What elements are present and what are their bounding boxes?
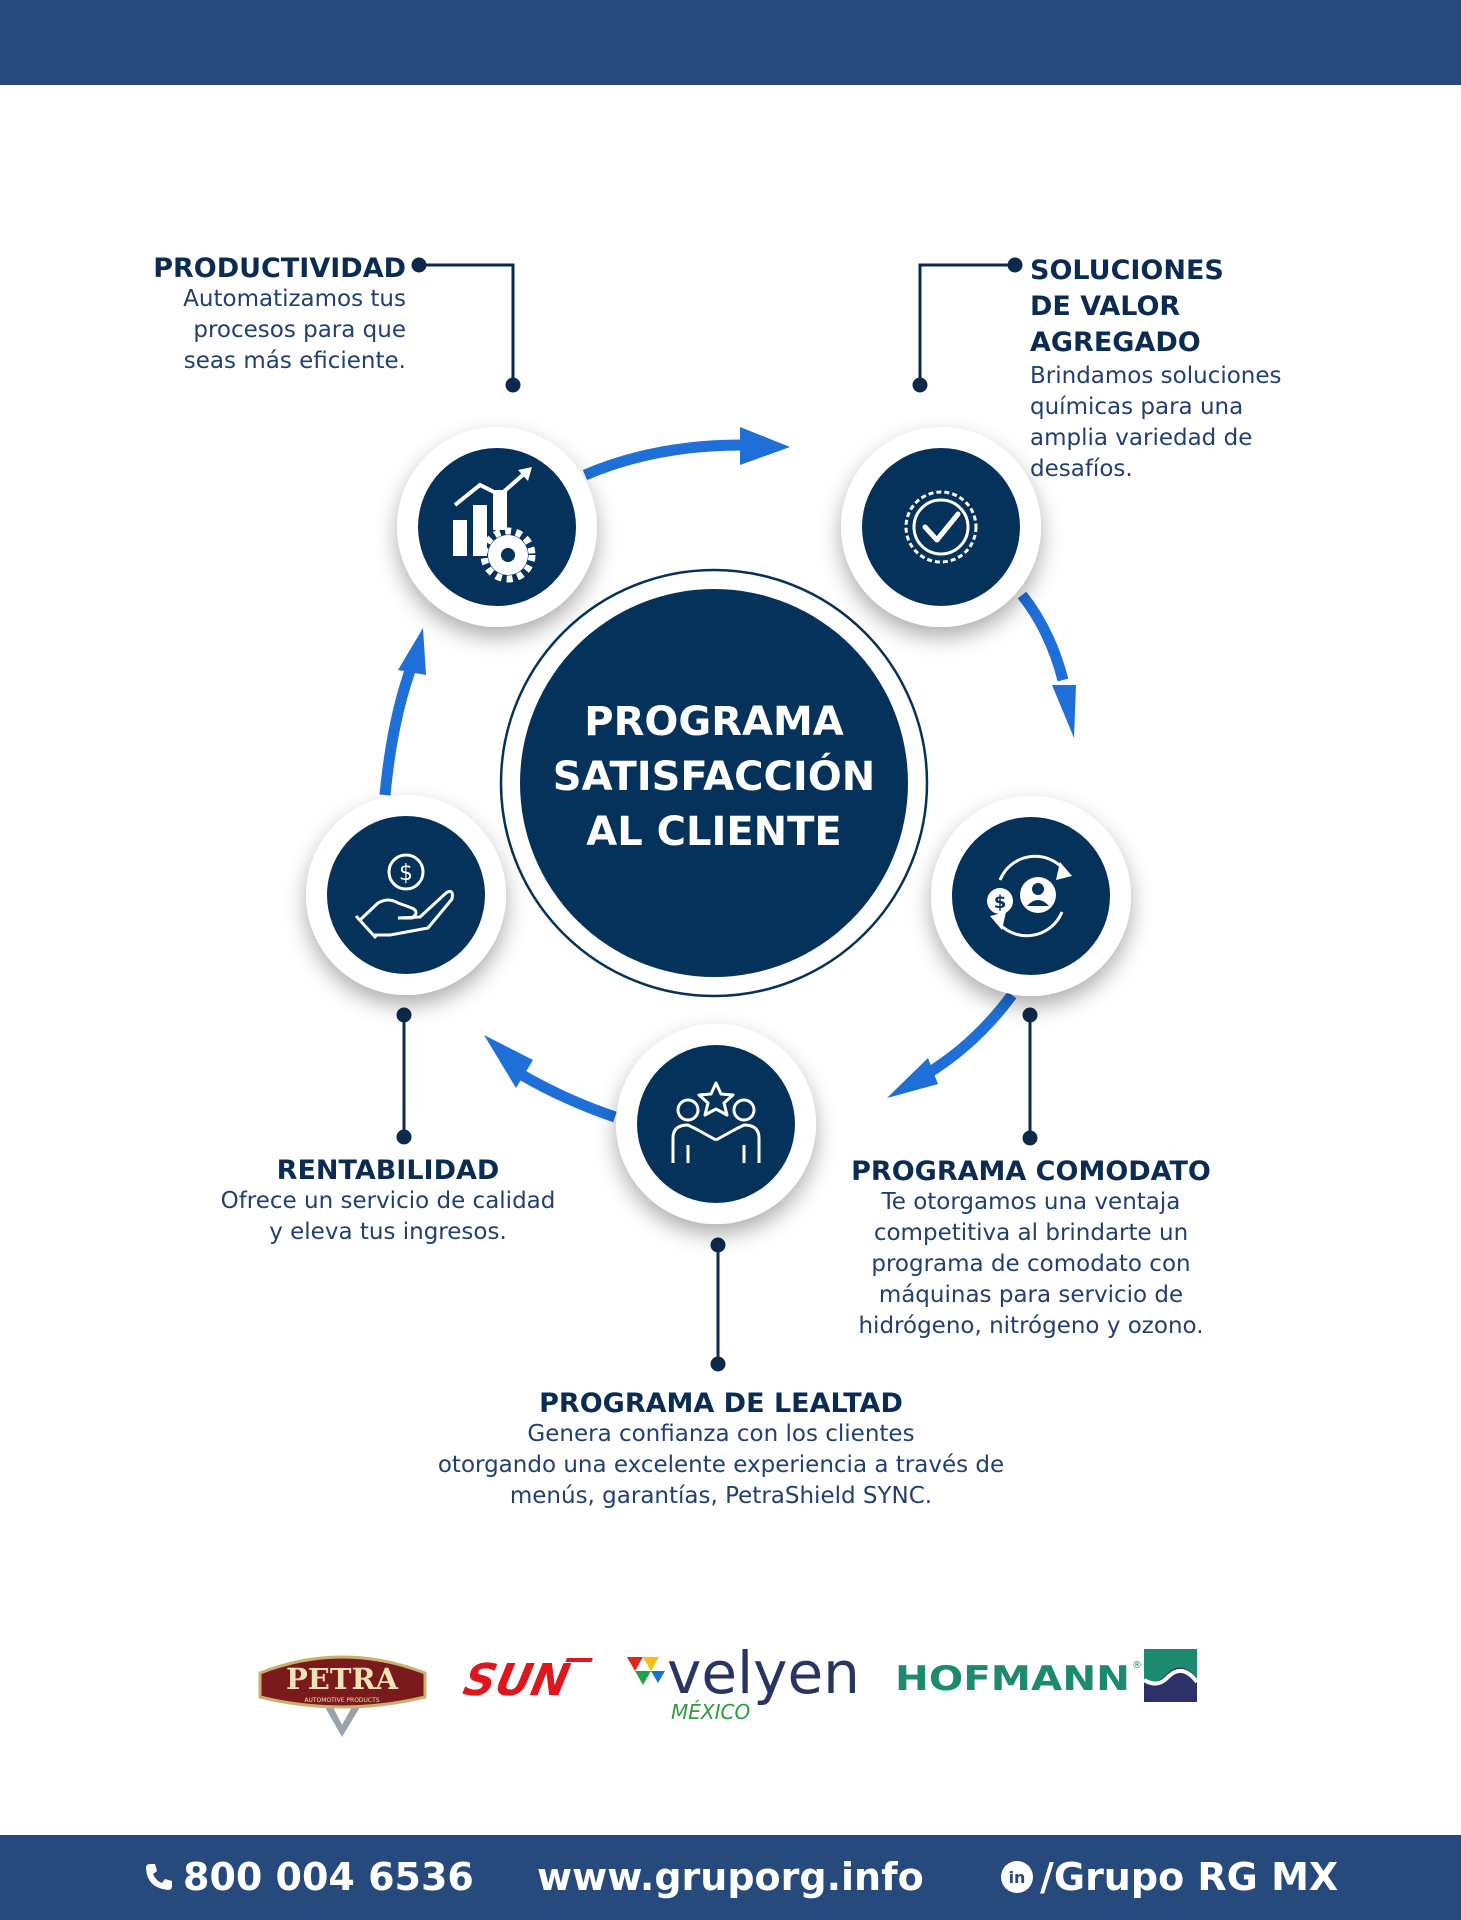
arrow-comodato-to-lealtad [922,991,1017,1080]
label-lealtad: PROGRAMA DE LEALTAD Genera confianza con… [371,1388,1071,1512]
center-title-line-3: AL CLIENTE [586,809,842,855]
connector-soluciones [918,263,1015,385]
rentabilidad-desc-1: Ofrece un servicio de calidad [220,1188,556,1214]
soluciones-title-1: SOLUCIONES [1030,255,1224,286]
lealtad-desc-2: otorgando una excelente experiencia a tr… [437,1452,1005,1478]
soluciones-desc-2: químicas para una [1030,394,1244,420]
lealtad-title: PROGRAMA DE LEALTAD [539,1388,903,1419]
growth-chart-gear-icon [453,467,536,583]
arrow-rentabilidad-to-productividad [379,663,418,796]
svg-text:velyen: velyen [667,1645,860,1707]
petra-logo: PETRA AUTOMOTIVE PRODUCTS [258,1655,427,1737]
svg-text:SUN: SUN [459,1655,574,1705]
soluciones-desc-4: desafíos. [1030,456,1133,482]
productividad-desc-1: Automatizamos tus [183,286,406,312]
comodato-desc-5: hidrógeno, nitrógeno y ozono. [858,1313,1204,1339]
hand-coin-icon: $ [354,853,454,940]
label-rentabilidad: RENTABILIDAD Ofrece un servicio de calid… [188,1155,588,1248]
arrow-heads [398,427,1076,1098]
node-lealtad [616,1024,816,1224]
money-exchange-user-icon: $ [987,854,1072,938]
svg-text:®: ® [1132,1660,1142,1671]
certified-badge-icon [904,490,978,564]
node-soluciones [841,427,1041,627]
comodato-desc-3: programa de comodato con [871,1251,1191,1277]
connector-productividad [419,263,515,385]
node-rentabilidad [306,795,506,995]
footer-bar [0,1835,1461,1920]
cycle-arrows [379,439,1069,1123]
svg-text:AUTOMOTIVE PRODUCTS: AUTOMOTIVE PRODUCTS [304,1697,379,1704]
footer-phone[interactable]: 800 004 6536 [143,1854,474,1900]
footer-website-text: www.gruporg.info [537,1855,924,1899]
label-productividad: PRODUCTIVIDAD Automatizamos tus procesos… [153,253,406,377]
velyen-logo: velyen MÉXICO [627,1645,860,1724]
connector-lines [396,257,1038,1372]
center-title-line-2: SATISFACCIÓN [552,754,876,800]
arrow-lealtad-to-rentabilidad [519,1070,617,1123]
soluciones-title-3: AGREGADO [1030,327,1201,358]
svg-text:$: $ [399,861,413,886]
productividad-title: PRODUCTIVIDAD [153,253,406,284]
arrow-productividad-to-soluciones [582,439,743,481]
center-title: PROGRAMA SATISFACCIÓN AL CLIENTE [529,695,899,860]
center-title-line-1: PROGRAMA [584,699,844,745]
footer-linkedin-link[interactable]: in /Grupo RG MX [1000,1854,1338,1900]
soluciones-desc-3: amplia variedad de [1030,425,1253,451]
center-circle [520,589,908,977]
handshake-star-icon [671,1081,761,1163]
footer-social-text: /Grupo RG MX [1040,1855,1339,1899]
productividad-desc-2: procesos para que [193,317,406,343]
soluciones-desc-1: Brindamos soluciones [1030,363,1282,389]
productividad-desc-3: seas más eficiente. [183,348,406,374]
footer-website-link[interactable]: www.gruporg.info [537,1854,924,1900]
label-soluciones: SOLUCIONES DE VALOR AGREGADO Brindamos s… [1030,253,1282,485]
lealtad-desc-3: menús, garantías, PetraShield SYNC. [509,1483,933,1509]
center-outer-ring [499,568,929,998]
comodato-desc-2: competitiva al brindarte un [873,1220,1189,1246]
soluciones-title-2: DE VALOR [1030,291,1181,322]
lealtad-desc-1: Genera confianza con los clientes [527,1421,915,1447]
svg-text:MÉXICO: MÉXICO [671,1700,750,1724]
svg-text:HOFMANN: HOFMANN [895,1659,1130,1699]
phone-icon [143,1861,175,1893]
footer-phone-number: 800 004 6536 [183,1855,474,1899]
comodato-desc-1: Te otorgamos una ventaja [881,1189,1181,1215]
comodato-title: PROGRAMA COMODATO [851,1156,1211,1187]
svg-text:$: $ [994,892,1007,913]
rentabilidad-title: RENTABILIDAD [276,1155,500,1186]
top-banner [0,0,1461,85]
hofmann-logo: HOFMANN ® [895,1649,1199,1702]
linkedin-icon: in [1000,1860,1034,1894]
rentabilidad-desc-2: y eleva tus ingresos. [269,1219,507,1245]
svg-text:in: in [1009,1868,1026,1887]
sun-logo: SUN [459,1655,593,1705]
label-comodato: PROGRAMA COMODATO Te otorgamos una venta… [831,1156,1231,1342]
arrow-soluciones-to-comodato [1017,591,1069,682]
comodato-desc-4: máquinas para servicio de [878,1282,1184,1308]
svg-text:PETRA: PETRA [286,1662,399,1696]
